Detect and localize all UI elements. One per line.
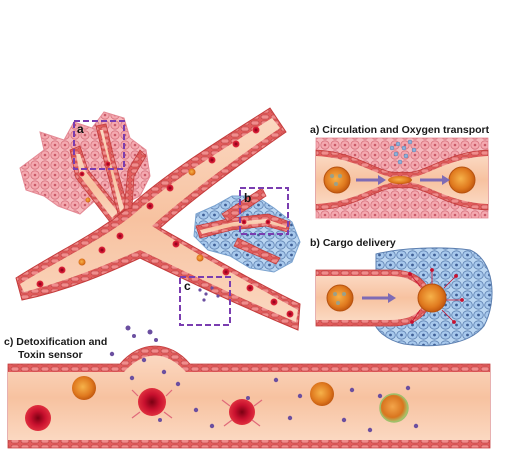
vessel-trunk-lumen [20,118,298,322]
panel-a-nanocarrier-right [448,166,476,194]
panel-c-title-line2: Toxin sensor [18,349,83,361]
callout-box-b: b [239,187,289,235]
released-cargo [408,268,464,324]
box-letter-a: a [77,122,84,136]
vessel-particles [36,126,294,318]
panel-c-detoxification: c) Detoxification and Toxin sensor [4,325,491,449]
panel-b-nanocarrier-releasing [417,283,447,313]
panel-a-circulation: a) Circulation and Oxygen transport [310,124,490,219]
panel-c-rbc-3 [229,399,255,425]
panel-b-nanocarrier-left [326,284,354,312]
panel-c-nanocarrier-3 [379,393,409,423]
panel-c-nanocarrier-2 [310,382,334,406]
panel-a-squeezed-cell [388,176,412,184]
box-letter-b: b [244,191,251,205]
panel-c-rbc-1 [25,405,51,431]
oxygen-bubbles [389,139,417,165]
box-letter-c: c [184,279,191,293]
panel-b-title: b) Cargo delivery [310,237,396,249]
callout-box-a: a [73,120,125,170]
panel-a-nanocarrier-left [323,166,351,194]
toxin-molecules [109,325,419,433]
panel-c-rbc-2 [138,388,166,416]
branching-vessel [15,107,301,331]
panel-c-nanocarrier-1 [72,376,96,400]
receptor-spikes [131,389,263,427]
panel-a-title: a) Circulation and Oxygen transport [310,124,490,136]
toxin-particles-c [198,286,220,302]
callout-box-c: c [179,276,231,326]
panel-b-cargo-delivery: b) Cargo delivery [310,237,493,347]
panel-c-title-line1: c) Detoxification and [4,336,107,348]
